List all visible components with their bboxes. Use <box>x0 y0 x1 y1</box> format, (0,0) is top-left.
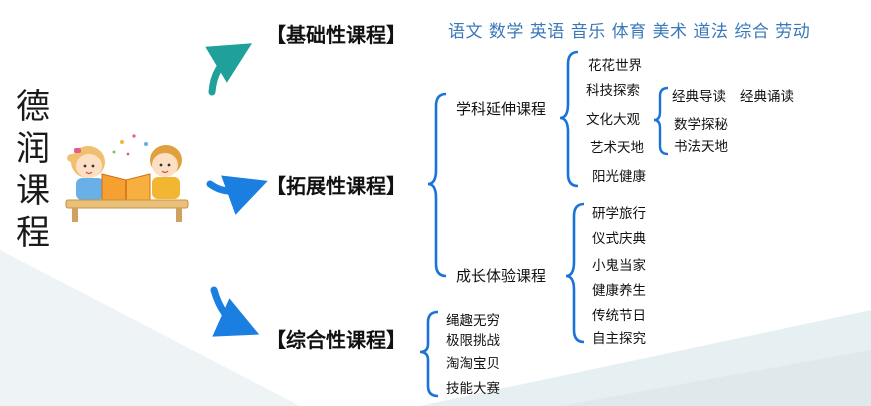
culture-sub-item: 经典导读 <box>672 89 726 105</box>
comprehensive-item: 绳趣无穷 <box>446 313 500 329</box>
main-title-vertical: 德 润 课 程 <box>16 86 50 254</box>
academic-item: 艺术天地 <box>590 140 644 156</box>
growth-item: 研学旅行 <box>592 206 646 222</box>
title-char: 德 <box>16 87 50 127</box>
academic-item: 文化大观 <box>586 112 640 128</box>
culture-sub-item: 经典诵读 <box>740 89 794 105</box>
category-expand: 【拓展性课程】 <box>266 174 406 198</box>
basic-subjects-list: 语文 数学 英语 音乐 体育 美术 道法 综合 劳动 <box>448 22 811 42</box>
comprehensive-item: 淘淘宝贝 <box>446 356 500 372</box>
culture-sub-item: 数学探秘 <box>674 117 728 133</box>
academic-item: 科技探索 <box>586 83 640 99</box>
category-basic: 【基础性课程】 <box>266 23 406 47</box>
academic-item: 阳光健康 <box>592 169 646 185</box>
children-reading-illustration <box>65 134 189 222</box>
academic-item: 花花世界 <box>588 58 642 74</box>
comprehensive-item: 技能大赛 <box>446 381 500 397</box>
growth-item: 小鬼当家 <box>592 258 646 274</box>
growth-item: 仪式庆典 <box>592 231 646 247</box>
subgroup-academic-label: 学科延伸课程 <box>456 100 547 118</box>
title-char: 程 <box>16 213 50 253</box>
background-band-left <box>0 250 300 406</box>
title-char: 润 <box>16 129 50 169</box>
growth-item: 自主探究 <box>592 331 646 347</box>
culture-sub-item: 书法天地 <box>674 139 728 155</box>
comprehensive-item: 极限挑战 <box>446 333 500 349</box>
background-band-right-dark <box>560 350 871 406</box>
category-comprehensive: 【综合性课程】 <box>266 328 406 352</box>
growth-item: 传统节日 <box>592 308 646 324</box>
growth-item: 健康养生 <box>592 283 646 299</box>
subgroup-growth-label: 成长体验课程 <box>456 267 547 285</box>
title-char: 课 <box>16 171 50 211</box>
